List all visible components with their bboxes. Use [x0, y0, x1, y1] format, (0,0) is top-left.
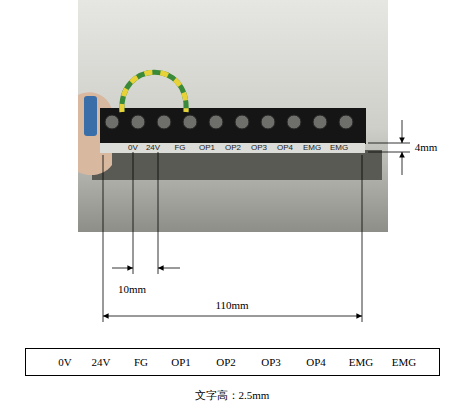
strip-label: 24V: [146, 144, 160, 152]
terminal-name: FG: [134, 357, 148, 368]
dimension-label: 4mm: [415, 142, 438, 153]
strip-label: 0V: [128, 144, 138, 152]
terminal-screw: [209, 115, 223, 129]
terminal-screw: [287, 115, 301, 129]
strip-label: OP1: [199, 144, 215, 152]
terminal-name: EMG: [392, 357, 416, 368]
dimension-label: 10mm: [118, 284, 146, 295]
terminal-screw: [339, 115, 353, 129]
strip-label: EMG: [303, 144, 321, 152]
terminal-screw: [131, 115, 145, 129]
terminal-screw: [157, 115, 171, 129]
caption: 文字高：2.5mm: [195, 390, 270, 401]
photo: [78, 0, 388, 232]
terminal-screw: [183, 115, 197, 129]
strip-label: OP2: [225, 144, 241, 152]
terminal-name: OP3: [261, 357, 281, 368]
terminal-screw: [105, 115, 119, 129]
terminal-name: 24V: [92, 357, 111, 368]
dimension-label: 110mm: [215, 300, 248, 311]
strip-label: FG: [174, 144, 185, 152]
terminal-screw: [313, 115, 327, 129]
terminal-name: EMG: [349, 357, 373, 368]
terminal-name: OP4: [306, 357, 326, 368]
strip-label: OP3: [251, 144, 267, 152]
terminal-name: OP2: [216, 357, 236, 368]
strip-label: OP4: [277, 144, 293, 152]
terminal-name: OP1: [171, 357, 191, 368]
terminal-screw: [261, 115, 275, 129]
label-text-box: 0V 24V FG OP1 OP2 OP3 OP4 EMG EMG: [25, 348, 440, 376]
terminal-name: 0V: [58, 357, 71, 368]
terminal-screw: [235, 115, 249, 129]
strip-label: EMG: [330, 144, 348, 152]
dimension-lines: [103, 120, 410, 322]
